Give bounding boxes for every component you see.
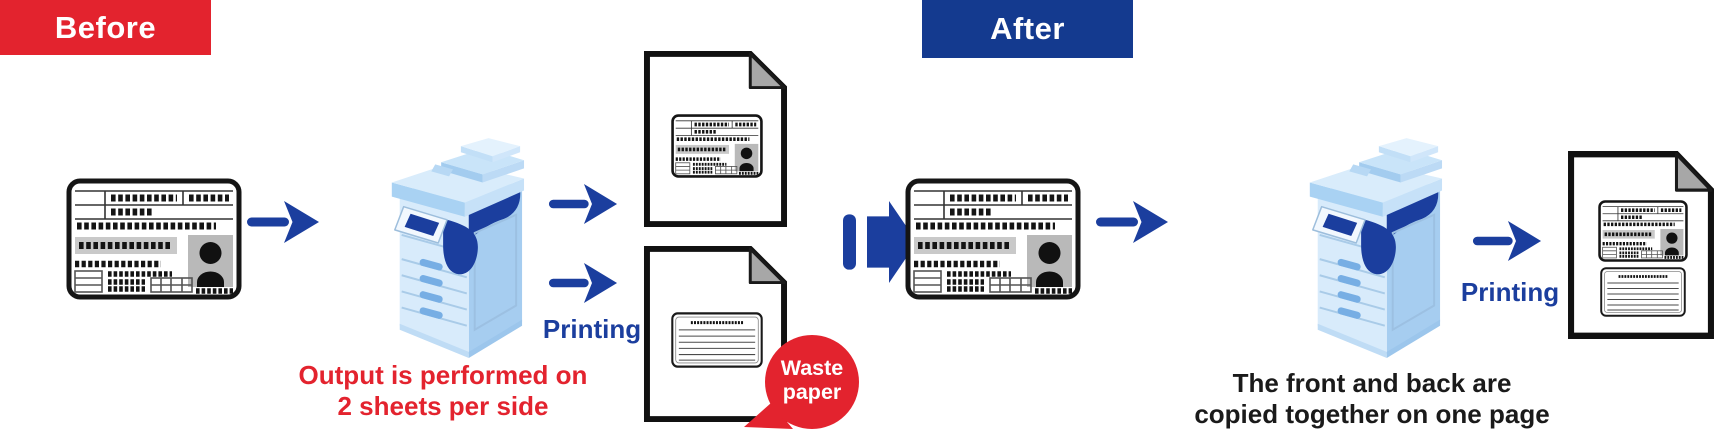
arrow-card-to-copier-icon [247,201,319,243]
waste-bubble-line1: Waste [780,356,844,380]
printing-label-after: Printing [1460,277,1560,307]
copier-icon [1308,137,1444,359]
id-card-front-icon [908,181,1078,297]
id-card-front-icon [69,181,239,297]
arrow-copier-to-page-icon [1472,220,1542,262]
arrow-copier-to-page2-icon [548,262,618,304]
before-section [69,54,859,429]
after-section [908,137,1711,359]
after-caption-line2: copied together on one page [1194,398,1550,429]
after-badge: After [922,0,1133,58]
printed-card-back-icon [671,312,763,368]
arrow-copier-to-page1-icon [548,183,618,225]
waste-bubble-line2: paper [782,379,842,404]
printed-card-front-icon [671,114,763,178]
before-caption-line1: Output is performed on [298,360,588,390]
before-caption-line2: 2 sheets per side [337,390,549,421]
speech-bubble-tail [744,403,793,429]
before-badge: Before [0,0,211,55]
printed-card-front-icon [1598,200,1688,262]
waste-paper-bubble-icon [744,335,859,429]
speech-bubble-body [765,335,859,429]
after-caption-line1: The front and back are [1232,368,1512,398]
copier-icon [390,137,526,359]
arrow-card-to-copier-icon [1096,201,1168,243]
waste-paper-bubble-text: Waste paper [763,356,861,404]
after-caption: The front and back are copied together o… [1172,368,1572,429]
printed-card-back-icon [1600,267,1686,317]
before-caption: Output is performed on 2 sheets per side [253,360,633,421]
printing-label-before: Printing [542,314,642,344]
